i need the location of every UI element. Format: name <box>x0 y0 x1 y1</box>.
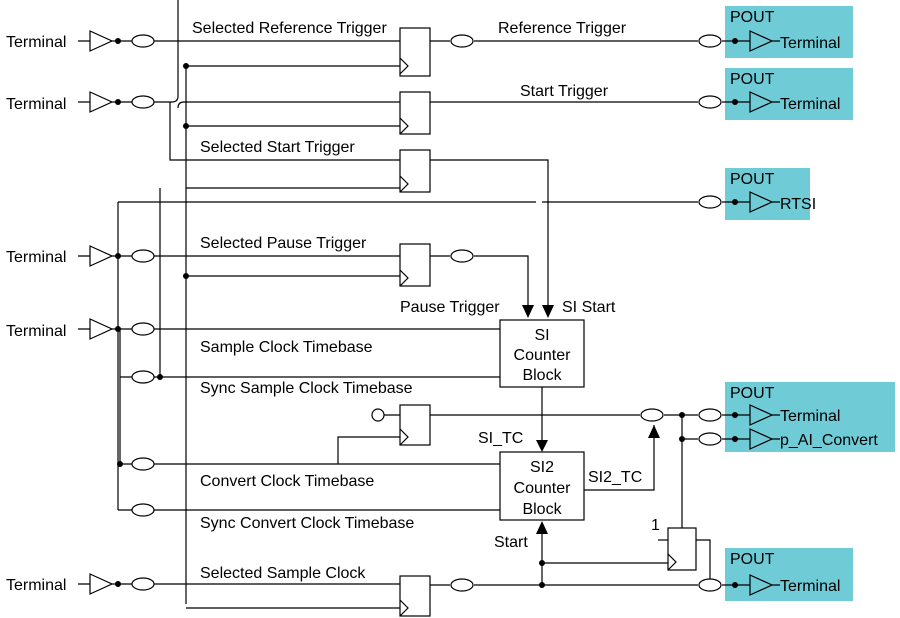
arrowheads <box>522 305 660 534</box>
label-reference-trigger: Reference Trigger <box>498 20 627 37</box>
terminal-label-4: Terminal <box>6 323 66 340</box>
terminal-label-1: Terminal <box>6 34 66 51</box>
input-buffers <box>78 30 120 595</box>
pout-label: POUT <box>730 385 775 402</box>
pout-terminal-label: Terminal <box>780 578 840 595</box>
junction-dots <box>115 38 738 588</box>
mux-blocks <box>399 27 697 617</box>
si2-counter-block: SI2 Counter Block <box>499 451 585 521</box>
si2-counter-line2: Counter <box>514 480 572 497</box>
label-si2-tc: SI2_TC <box>588 469 642 486</box>
si-counter-line1: SI <box>534 327 549 344</box>
terminal-label-2: Terminal <box>6 96 66 113</box>
pout-box-start: POUT Terminal <box>725 68 853 120</box>
terminal-label-5: Terminal <box>6 577 66 594</box>
label-sync-sample-clock-timebase: Sync Sample Clock Timebase <box>200 380 413 397</box>
label-selected-pause-trigger: Selected Pause Trigger <box>200 235 367 252</box>
label-sample-clock-timebase: Sample Clock Timebase <box>200 339 373 356</box>
label-selected-reference-trigger: Selected Reference Trigger <box>192 20 387 37</box>
connector-ellipses <box>131 34 722 592</box>
label-selected-sample-clock: Selected Sample Clock <box>200 565 366 582</box>
si-counter-line3: Block <box>522 367 562 384</box>
pout-label: POUT <box>730 551 775 568</box>
label-convert-clock-timebase: Convert Clock Timebase <box>200 473 374 490</box>
pout-box-reference: POUT Terminal <box>725 6 853 58</box>
label-selected-start-trigger: Selected Start Trigger <box>200 139 355 156</box>
pout-rtsi-label: RTSI <box>780 196 816 213</box>
pout-label: POUT <box>730 71 775 88</box>
pout-box-convert: POUT Terminal p_AI_Convert <box>725 382 895 452</box>
pout-convert-label: p_AI_Convert <box>780 432 878 449</box>
si2-counter-line3: Block <box>522 501 562 518</box>
label-pause-trigger: Pause Trigger <box>400 299 500 316</box>
label-start: Start <box>494 534 528 551</box>
label-sync-convert-clock-timebase: Sync Convert Clock Timebase <box>200 515 414 532</box>
pout-terminal-label: Terminal <box>780 408 840 425</box>
si2-counter-line1: SI2 <box>530 459 554 476</box>
pout-label: POUT <box>730 171 775 188</box>
pout-terminal-label: Terminal <box>780 96 840 113</box>
pout-terminal-label: Terminal <box>780 35 840 52</box>
terminal-label-3: Terminal <box>6 249 66 266</box>
pout-box-rtsi: POUT RTSI <box>725 168 816 220</box>
si-counter-block: SI Counter Block <box>499 319 585 388</box>
pout-label: POUT <box>730 9 775 26</box>
si-counter-line2: Counter <box>514 347 572 364</box>
pout-box-sample: POUT Terminal <box>725 548 853 601</box>
label-si-start: SI Start <box>562 299 616 316</box>
label-one: 1 <box>651 517 660 534</box>
label-si-tc: SI_TC <box>478 430 523 447</box>
label-start-trigger: Start Trigger <box>520 83 609 100</box>
